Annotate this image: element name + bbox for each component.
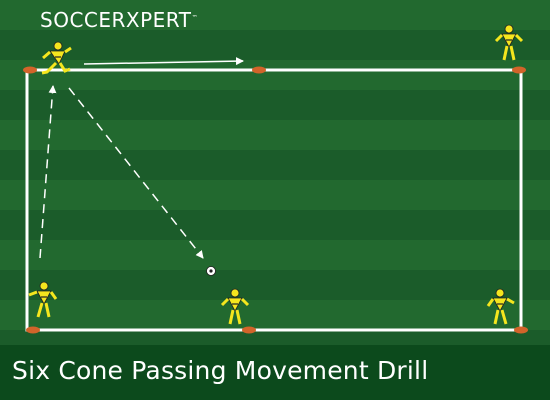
cone <box>26 326 40 334</box>
drill-area-boundary <box>25 68 523 332</box>
trademark-symbol: ™ <box>191 14 198 22</box>
cone <box>512 66 526 74</box>
player <box>494 24 524 61</box>
cone <box>252 66 266 74</box>
player <box>41 41 72 75</box>
run-arrow <box>68 87 204 259</box>
cone <box>23 66 37 74</box>
player <box>220 288 250 325</box>
cone <box>514 326 528 334</box>
logo-text: SOCCERXPERT <box>40 8 192 32</box>
pass-arrow <box>83 57 244 66</box>
drill-title: Six Cone Passing Movement Drill <box>12 356 429 385</box>
player <box>486 288 515 325</box>
cone <box>242 326 256 334</box>
run-arrow <box>39 85 57 259</box>
player <box>28 281 58 318</box>
soccerxpert-logo: SOCCERXPERT™ <box>40 8 198 32</box>
soccer-ball <box>206 266 216 276</box>
cones <box>23 66 528 334</box>
movement-arrows <box>39 57 244 259</box>
